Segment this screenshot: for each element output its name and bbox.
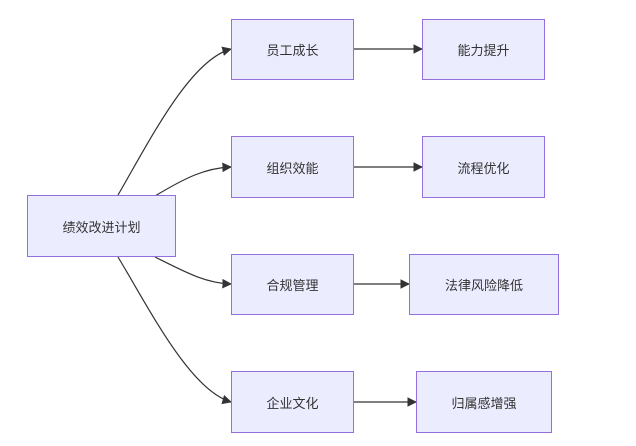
node-corporate-culture: 企业文化 [231, 371, 354, 433]
node-employee-growth: 员工成长 [231, 19, 354, 80]
edge-root-c1 [154, 256, 232, 289]
node-compliance-management: 合规管理 [231, 254, 354, 315]
node-organizational-efficiency: 组织效能 [231, 136, 354, 198]
edge-root-b1 [154, 162, 232, 197]
node-capability-improvement: 能力提升 [422, 19, 545, 80]
edge-root-a1 [117, 46, 232, 196]
edge-root-d1 [117, 256, 232, 405]
node-process-optimization: 流程优化 [422, 136, 545, 198]
node-belonging-enhancement: 归属感增强 [416, 371, 552, 433]
node-performance-improvement-plan: 绩效改进计划 [27, 195, 176, 257]
node-legal-risk-reduction: 法律风险降低 [409, 254, 559, 315]
